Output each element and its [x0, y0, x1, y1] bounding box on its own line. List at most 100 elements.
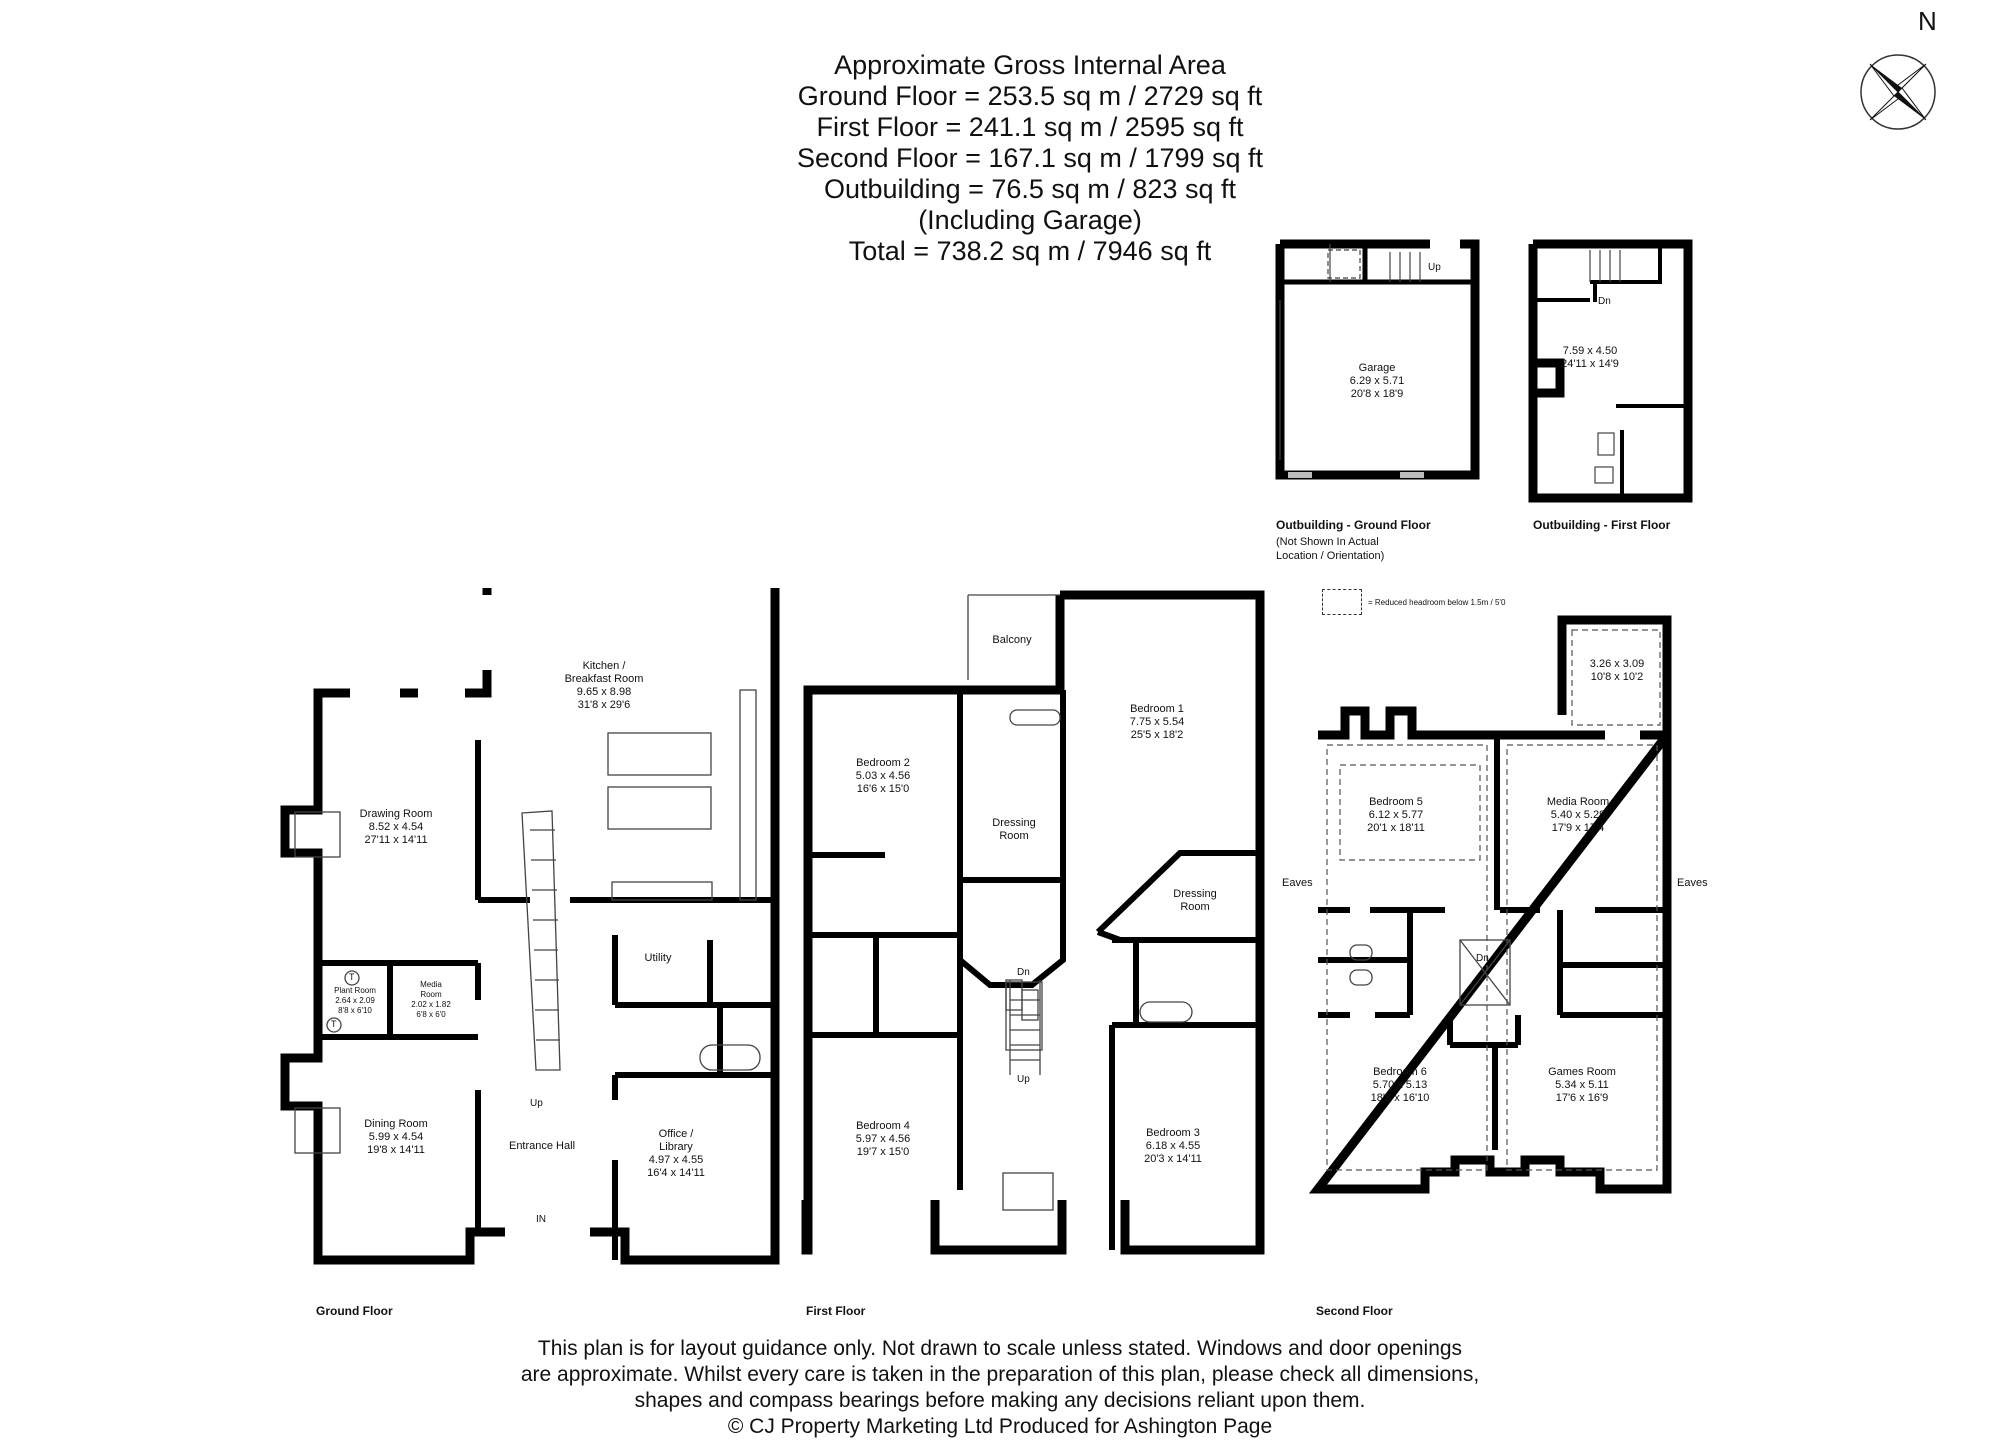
stairs-down-label: Dn	[1476, 953, 1489, 964]
room-name: Drawing Room	[359, 808, 433, 820]
copyright-line: © CJ Property Marketing Ltd Produced for…	[727, 1415, 1273, 1438]
room-name: Games Room	[1548, 1066, 1616, 1078]
room-media-room: Media Room 5.40 x 5.29 17'9 x 17'4	[1547, 796, 1609, 835]
room-name: Media	[420, 980, 442, 989]
room-metric: 6.29 x 5.71	[1349, 375, 1405, 387]
room-name: Bedroom 6	[1373, 1066, 1427, 1078]
disclaimer-line-3: shapes and compass bearings before makin…	[634, 1389, 1366, 1412]
room-name: Plant Room	[334, 986, 376, 995]
room-name: Bedroom 4	[856, 1120, 910, 1132]
stairs-up-label: Up	[1428, 262, 1441, 273]
tank-icon-label-2: T	[331, 1019, 337, 1029]
summary-outbuilding: Outbuilding = 76.5 sq m / 823 sq ft	[823, 174, 1236, 204]
stairs-up-label: Up	[530, 1098, 543, 1109]
room-imperial: 16'4 x 14'11	[647, 1167, 705, 1179]
outbuilding-ground-label: Outbuilding - Ground Floor	[1276, 518, 1431, 532]
room-name-2: Room	[420, 990, 442, 999]
room-imperial: 20'3 x 14'11	[1144, 1153, 1202, 1165]
room-imperial: 6'8 x 6'0	[416, 1010, 446, 1019]
room-metric: 5.40 x 5.29	[1550, 809, 1606, 821]
room-bedroom-1: Bedroom 1 7.75 x 5.54 25'5 x 18'2	[1130, 703, 1184, 742]
room-name-2: Library	[659, 1141, 693, 1153]
room-imperial: 8'8 x 6'10	[338, 1006, 372, 1015]
summary-ground: Ground Floor = 253.5 sq m / 2729 sq ft	[797, 81, 1263, 111]
dashed-box-icon	[1322, 589, 1362, 615]
ground-floor-label: Ground Floor	[316, 1304, 393, 1318]
disclaimer: This plan is for layout guidance only. N…	[430, 1336, 1570, 1440]
room-bedroom-4: Bedroom 4 5.97 x 4.56 19'7 x 15'0	[856, 1120, 910, 1159]
first-floor-walls	[801, 590, 1265, 1255]
outbuilding-note-2: Location / Orientation)	[1276, 550, 1385, 562]
stairs-down-label: Dn	[1598, 296, 1611, 307]
room-metric: 5.97 x 4.56	[855, 1133, 911, 1145]
room-imperial: 31'8 x 29'6	[577, 699, 631, 711]
room-utility: Utility	[645, 952, 672, 965]
first-floor-label: First Floor	[806, 1304, 866, 1318]
room-bedroom-2: Bedroom 2 5.03 x 4.56 16'6 x 15'0	[856, 757, 910, 796]
room-bedroom-5: Bedroom 5 6.12 x 5.77 20'1 x 18'11	[1367, 796, 1425, 835]
room-dressing-room-2: Dressing Room	[1173, 888, 1216, 914]
room-drawing-room: Drawing Room 8.52 x 4.54 27'11 x 14'11	[360, 808, 433, 847]
room-media-room-small: Media Room 2.02 x 1.82 6'8 x 6'0	[411, 980, 451, 1020]
room-metric: 7.75 x 5.54	[1129, 716, 1185, 728]
room-name: Kitchen /	[582, 660, 626, 672]
area-summary: Approximate Gross Internal Area Ground F…	[730, 50, 1330, 267]
compass-north-label: N	[1918, 6, 1937, 36]
room-metric: 7.59 x 4.50	[1562, 345, 1618, 357]
second-floor-walls	[1308, 615, 1672, 1194]
eaves-right-label: Eaves	[1677, 877, 1708, 889]
room-name: Garage	[1358, 362, 1396, 374]
room-imperial: 20'8 x 18'9	[1350, 388, 1404, 400]
eaves-left-label: Eaves	[1282, 877, 1313, 889]
room-imperial: 19'8 x 14'11	[367, 1144, 425, 1156]
room-imperial: 17'6 x 16'9	[1555, 1092, 1609, 1104]
room-garage: Garage 6.29 x 5.71 20'8 x 18'9	[1350, 362, 1404, 401]
stairs-down-label: Dn	[1017, 967, 1030, 978]
room-metric: 8.52 x 4.54	[368, 821, 424, 833]
room-name-2: Room	[1180, 901, 1210, 913]
room-metric: 3.26 x 3.09	[1589, 658, 1645, 670]
room-office-library: Office / Library 4.97 x 4.55 16'4 x 14'1…	[647, 1128, 705, 1180]
room-outbuilding-first: 7.59 x 4.50 24'11 x 14'9	[1561, 345, 1619, 371]
summary-first: First Floor = 241.1 sq m / 2595 sq ft	[816, 112, 1244, 142]
room-metric: 5.03 x 4.56	[855, 770, 911, 782]
summary-title: Approximate Gross Internal Area	[834, 50, 1226, 80]
room-metric: 6.18 x 4.55	[1145, 1140, 1201, 1152]
room-metric: 5.70 x 5.13	[1372, 1079, 1428, 1091]
compass-rose-icon	[1860, 54, 1936, 130]
room-metric: 9.65 x 8.98	[576, 686, 632, 698]
room-second-small: 3.26 x 3.09 10'8 x 10'2	[1590, 658, 1644, 684]
summary-including-garage: (Including Garage)	[918, 205, 1142, 235]
room-name: Dining Room	[364, 1118, 428, 1130]
room-metric: 5.34 x 5.11	[1555, 1079, 1609, 1091]
room-name: Entrance Hall	[508, 1140, 576, 1152]
summary-second: Second Floor = 167.1 sq m / 1799 sq ft	[796, 143, 1264, 173]
room-metric: 2.02 x 1.82	[411, 1000, 451, 1009]
disclaimer-line-1: This plan is for layout guidance only. N…	[537, 1337, 1463, 1360]
outbuilding-note-1: (Not Shown In Actual	[1276, 536, 1379, 548]
room-metric: 6.12 x 5.77	[1368, 809, 1424, 821]
stairs-up-label: Up	[1017, 1074, 1030, 1085]
room-plant-room: Plant Room 2.64 x 2.09 8'8 x 6'10	[334, 986, 376, 1016]
room-name: Bedroom 5	[1369, 796, 1423, 808]
room-dressing-room-1: Dressing Room	[992, 817, 1035, 843]
room-metric: 2.64 x 2.09	[335, 996, 375, 1005]
room-name: Dressing	[1173, 888, 1217, 900]
tank-icon-label: T	[349, 972, 355, 982]
room-games-room: Games Room 5.34 x 5.11 17'6 x 16'9	[1548, 1066, 1616, 1105]
room-balcony: Balcony	[992, 634, 1031, 647]
room-name: Dressing	[992, 817, 1036, 829]
room-kitchen: Kitchen / Breakfast Room 9.65 x 8.98 31'…	[565, 660, 644, 712]
room-name-2: Breakfast Room	[564, 673, 644, 685]
headroom-legend: = Reduced headroom below 1.5m / 5'0	[1322, 589, 1505, 615]
room-imperial: 24'11 x 14'9	[1561, 358, 1619, 370]
room-imperial: 18'8 x 16'10	[1370, 1092, 1430, 1104]
room-imperial: 17'9 x 17'4	[1551, 822, 1605, 834]
room-imperial: 16'6 x 15'0	[856, 783, 910, 795]
outbuilding-ground-walls	[1275, 239, 1480, 480]
room-bedroom-6: Bedroom 6 5.70 x 5.13 18'8 x 16'10	[1371, 1066, 1430, 1105]
room-entrance-hall: Entrance Hall	[509, 1140, 575, 1153]
room-name: Media Room	[1546, 796, 1610, 808]
room-name: Balcony	[992, 634, 1032, 646]
